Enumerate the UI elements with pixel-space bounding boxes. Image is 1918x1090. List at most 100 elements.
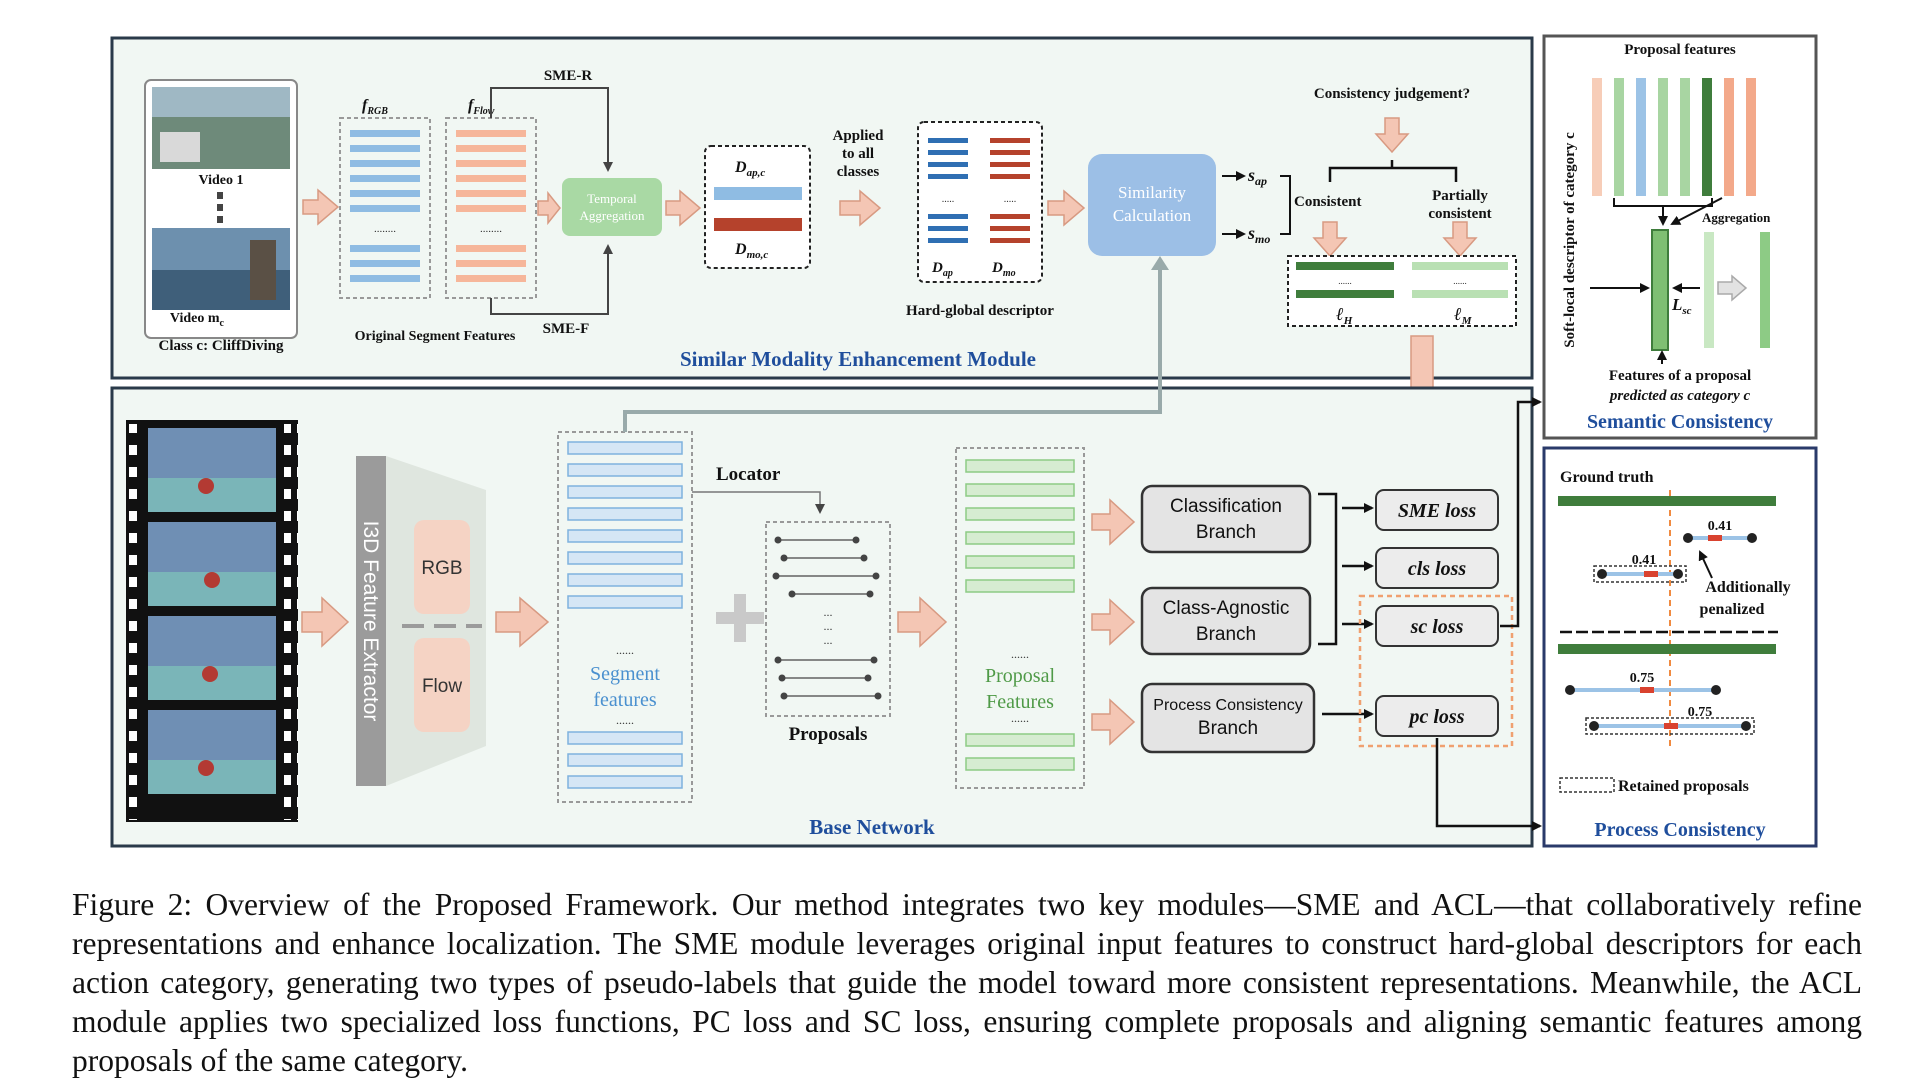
d-ap-c-label: Dap,c (734, 159, 765, 179)
sme-f-label: SME-F (543, 321, 590, 337)
soft-local-descriptor-label: Soft-local descriptor of category c (1562, 132, 1578, 348)
semantic-arrow (1717, 274, 1748, 302)
sme-loss-label: SME loss (1398, 500, 1477, 522)
ground-truth-bar-1 (1558, 496, 1776, 506)
video-stack: Video 1 Video mc Class c: CliffDiving (144, 79, 298, 354)
pc-loss-label: pc loss (1408, 706, 1465, 728)
arrow-descriptor-to-similarity (1047, 189, 1086, 227)
arrow-i3d-to-segments (495, 596, 550, 648)
d-mo-c-bar (714, 218, 802, 231)
hard-global-descriptor: ..... ..... (917, 121, 1043, 283)
sc-loss-box (1375, 605, 1499, 647)
score-075-top: 0.75 (1630, 671, 1655, 686)
pc-to-process-line (1435, 738, 1542, 831)
arrow-to-classification (1091, 498, 1136, 546)
class-agnostic-branch (1140, 586, 1312, 656)
class-label: Class c: CliffDiving (159, 338, 284, 354)
flow-box (414, 638, 470, 732)
figure-caption: Figure 2: Overview of the Proposed Frame… (72, 887, 1862, 1078)
segment-to-similarity-line (623, 262, 1162, 432)
aggregated-descriptor-bar (1651, 229, 1669, 351)
l-h-label: ℓH (1336, 304, 1353, 327)
sme-r-line (490, 87, 613, 172)
semantic-title: Semantic Consistency (1587, 411, 1773, 433)
arrow-video-to-features (302, 188, 340, 226)
svg-text:.....: ..... (1004, 194, 1017, 205)
cls-loss-box (1375, 547, 1499, 589)
d-ap-label: Dap (931, 260, 953, 279)
arrow-to-process-consistency (1091, 698, 1136, 746)
svg-text:...: ... (824, 633, 833, 647)
score-075-bottom: 0.75 (1688, 705, 1713, 720)
retained-legend-box (1559, 777, 1615, 793)
s-ap-label: sap (1247, 165, 1267, 188)
ground-truth-bar-2 (1558, 644, 1776, 654)
sc-loss-label: sc loss (1410, 616, 1464, 638)
sm-bracket (1280, 175, 1291, 235)
sme-f-line (490, 244, 613, 315)
arrow-to-class-agnostic (1091, 598, 1136, 646)
svg-text:.....: ..... (942, 194, 955, 205)
arrow-features-to-aggregation (537, 190, 561, 226)
plus-icon (716, 594, 764, 642)
sme-title: Similar Modality Enhancement Module (680, 347, 1036, 371)
branch-bracket (1318, 492, 1338, 646)
locator-arrow (692, 491, 825, 514)
arrow-judgement-down (1374, 117, 1410, 154)
f-rgb-label: fRGB (362, 97, 388, 117)
class-descriptor-box (704, 145, 811, 269)
sc-to-semantic-line (1500, 397, 1542, 628)
arrow-proposals-to-features (897, 596, 948, 648)
rgb-feature-stack: ........ (339, 117, 431, 299)
s-mo-label: smo (1247, 223, 1270, 246)
svg-text:...: ... (824, 605, 833, 619)
original-segment-features-label: Original Segment Features (355, 329, 516, 344)
flow-label: Flow (422, 676, 462, 697)
rgb-box (414, 520, 470, 614)
sme-loss-box (1375, 489, 1499, 531)
locator-label: Locator (716, 464, 781, 485)
d-mo-c-label: Dmo,c (734, 241, 768, 261)
consistent-label: Consistent (1294, 194, 1362, 210)
film-strip (126, 420, 298, 822)
ground-truth-label: Ground truth (1560, 469, 1654, 486)
svg-text:......: ...... (616, 643, 634, 657)
d-ap-c-bar (714, 187, 802, 200)
arrow-applied (839, 189, 882, 227)
proposal-features-title: Proposal features (1624, 42, 1736, 58)
proposal-features-stack: ...... ...... (955, 447, 1085, 789)
score-041-top: 0.41 (1708, 519, 1733, 534)
flow-dots: ........ (480, 223, 502, 235)
similarity-calculation-box (1088, 154, 1216, 256)
temporal-aggregation-box (562, 178, 662, 236)
arrow-film-to-i3d (301, 596, 350, 648)
i3d-label: I3D Feature Extractor (359, 521, 382, 722)
arrow-partial-down (1442, 221, 1478, 258)
retained-proposals-label: Retained proposals (1618, 778, 1749, 795)
score-041-left: 0.41 (1632, 553, 1657, 568)
rgb-dots: ........ (374, 223, 396, 235)
proposals-label: Proposals (789, 724, 868, 745)
rgb-label: RGB (421, 558, 462, 579)
video-mc-label: Video mc (170, 311, 225, 329)
sme-r-label: SME-R (544, 68, 593, 84)
process-consistency-title: Process Consistency (1594, 819, 1765, 841)
hard-global-descriptor-label: Hard-global descriptor (906, 303, 1054, 319)
proposal-feature-bars (1592, 78, 1756, 196)
video1-label: Video 1 (199, 173, 244, 188)
aggregation-label: Aggregation (1702, 210, 1771, 225)
pc-loss-box (1375, 695, 1499, 737)
svg-text:......: ...... (1011, 647, 1029, 661)
svg-text:......: ...... (1453, 276, 1467, 286)
